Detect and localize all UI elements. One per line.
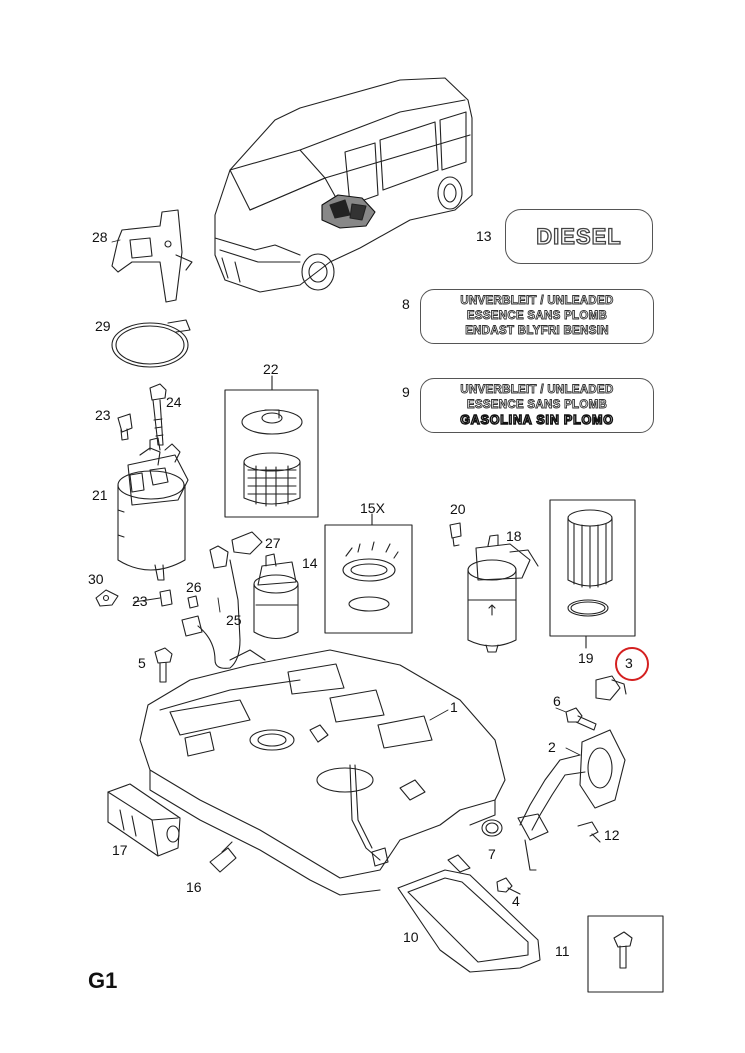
- callout-26: 26: [186, 579, 202, 595]
- callout-30: 30: [88, 571, 104, 587]
- label-diesel-text: DIESEL: [536, 223, 622, 249]
- callout-4: 4: [512, 893, 520, 909]
- part-20-fitting: [449, 522, 462, 547]
- callout-23-upper: 23: [95, 407, 111, 423]
- part-1-fuel-tank: [139, 649, 506, 896]
- callout-27: 27: [265, 535, 281, 551]
- callout-23-lower: 23: [132, 593, 148, 609]
- part-11-bolt: [613, 931, 633, 969]
- part-16-valve: [209, 841, 237, 873]
- callout-24: 24: [166, 394, 182, 410]
- callout-1: 1: [450, 699, 458, 715]
- label-8-line-3: ENDAST BLYFRI BENSIN: [465, 325, 609, 338]
- label-unleaded-8: UNVERBLEIT / UNLEADED ESSENCE SANS PLOMB…: [420, 289, 654, 344]
- callout-10: 10: [403, 929, 419, 945]
- part-27-connector: [231, 531, 263, 555]
- van-illustration: [214, 77, 473, 293]
- callout-20: 20: [450, 501, 466, 517]
- page-code: G1: [88, 968, 118, 993]
- callout-28: 28: [92, 229, 108, 245]
- label-diesel: DIESEL: [505, 209, 653, 264]
- label-8-line-2: ESSENCE SANS PLOMB: [466, 310, 608, 323]
- part-3-valve: [595, 675, 627, 701]
- callout-8: 8: [402, 296, 410, 312]
- callout-11: 11: [555, 943, 570, 959]
- callout-15x: 15X: [360, 500, 385, 516]
- part-11-box: [587, 915, 664, 993]
- part-15x-box: [324, 524, 413, 634]
- part-19-filter-element: [567, 509, 613, 617]
- callout-16: 16: [186, 879, 202, 895]
- callout-18: 18: [506, 528, 522, 544]
- part-10-skid-plate: [397, 854, 541, 973]
- label-unleaded-9: UNVERBLEIT / UNLEADED ESSENCE SANS PLOMB…: [420, 378, 654, 433]
- part-22-filter: [241, 409, 303, 507]
- part-14-pump-module: [253, 553, 299, 640]
- callout-5: 5: [138, 655, 146, 671]
- part-21-filter-housing: [117, 437, 189, 581]
- part-29-clamp-ring: [111, 319, 191, 368]
- callout-29: 29: [95, 318, 111, 334]
- leader-lines: [111, 239, 581, 756]
- callout-7: 7: [488, 846, 496, 862]
- part-26: [187, 595, 199, 609]
- callout-12: 12: [604, 827, 620, 843]
- part-25-sensor-cable: [181, 545, 241, 669]
- part-5-bolt: [154, 647, 173, 683]
- part-7-clamp: [481, 819, 503, 837]
- part-23-sensor-lower: [159, 589, 173, 607]
- callout-14: 14: [302, 555, 318, 571]
- part-28-bracket: [111, 209, 193, 303]
- callout-19: 19: [578, 650, 594, 666]
- callout-17: 17: [112, 842, 128, 858]
- part-6-bolt: [565, 707, 597, 731]
- part-17-canister: [107, 783, 181, 857]
- callout-6: 6: [553, 693, 561, 709]
- part-12-screw: [577, 821, 601, 843]
- label-8-line-1: UNVERBLEIT / UNLEADED: [460, 295, 614, 308]
- highlight-circle: [615, 647, 649, 681]
- callout-2: 2: [548, 739, 556, 755]
- part-18-filter-housing: [467, 534, 539, 653]
- part-15x-lock-ring: [342, 541, 399, 612]
- callout-21: 21: [92, 487, 108, 503]
- label-9-line-2: ESSENCE SANS PLOMB: [466, 399, 608, 412]
- callout-25: 25: [226, 612, 242, 628]
- callout-13: 13: [476, 228, 492, 244]
- part-2-filler-neck: [517, 729, 626, 871]
- part-23-sensor-upper: [117, 413, 133, 441]
- callout-22: 22: [263, 361, 279, 377]
- part-30-clip: [95, 589, 119, 607]
- part-19-box: [549, 499, 636, 637]
- part-4-bolt: [496, 877, 521, 895]
- label-9-line-3: GASOLINA SIN PLOMO: [460, 412, 614, 427]
- part-24-bolt: [149, 383, 167, 446]
- label-9-line-1: UNVERBLEIT / UNLEADED: [460, 384, 614, 397]
- callout-9: 9: [402, 384, 410, 400]
